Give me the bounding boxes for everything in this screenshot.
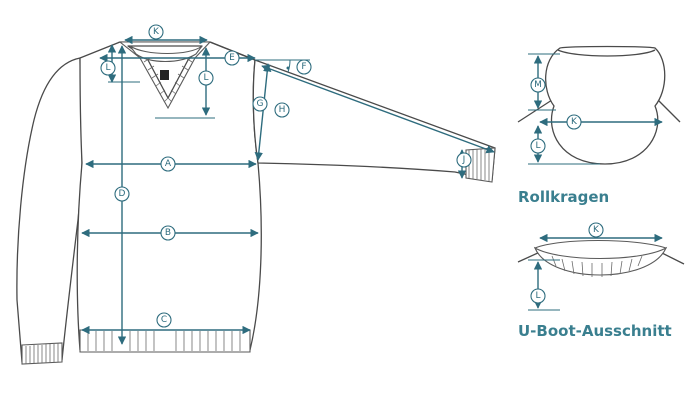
label-L-front: L <box>198 70 214 86</box>
hem-ribbing <box>87 331 241 351</box>
svg-text:C: C <box>161 315 167 325</box>
label-H: H <box>274 102 290 118</box>
svg-text:L: L <box>105 63 110 73</box>
label-M: M <box>530 77 546 93</box>
svg-text:L: L <box>203 73 208 83</box>
left-cuff-ribbing <box>25 343 59 364</box>
label-L-boatneck: L <box>530 288 546 304</box>
right-cuff-ribbing <box>468 148 490 181</box>
svg-text:B: B <box>165 228 171 238</box>
left-sleeve <box>16 57 83 363</box>
svg-text:K: K <box>571 117 578 127</box>
svg-text:E: E <box>229 53 235 63</box>
svg-text:K: K <box>153 27 160 37</box>
right-cuff <box>465 147 496 183</box>
label-B: B <box>160 225 176 241</box>
label-L-turtleneck: L <box>530 138 546 154</box>
sweater <box>16 41 496 365</box>
svg-text:L: L <box>535 141 540 151</box>
label-C: C <box>156 312 172 328</box>
svg-text:J: J <box>462 155 466 165</box>
caption-boatneck: U-Boot-Ausschnitt <box>518 322 672 340</box>
label-G: G <box>252 96 268 112</box>
label-K-boatneck: K <box>588 222 604 238</box>
neck-label <box>160 70 169 80</box>
turtleneck-detail: M K L <box>517 45 681 165</box>
boatneck-detail: K L <box>517 222 685 311</box>
label-L-back: L <box>100 60 116 76</box>
svg-text:M: M <box>534 80 542 90</box>
turtleneck-collar <box>544 45 666 165</box>
svg-text:H: H <box>279 105 286 115</box>
label-K-turtleneck: K <box>566 114 582 130</box>
svg-text:A: A <box>165 159 172 169</box>
label-F: F <box>296 59 312 75</box>
svg-text:K: K <box>593 225 600 235</box>
label-J: J <box>456 152 472 168</box>
svg-text:L: L <box>535 291 540 301</box>
hem-band <box>79 329 251 353</box>
label-K: K <box>148 24 164 40</box>
label-E: E <box>224 50 240 66</box>
svg-text:D: D <box>119 189 126 199</box>
caption-turtleneck: Rollkragen <box>518 188 609 206</box>
boatneck-ribbing <box>551 255 643 277</box>
svg-text:G: G <box>257 99 264 109</box>
label-D: D <box>114 186 130 202</box>
sweater-labels: K E L L F G H A D B C J <box>100 24 472 328</box>
label-A: A <box>160 156 176 172</box>
svg-text:F: F <box>301 62 306 72</box>
